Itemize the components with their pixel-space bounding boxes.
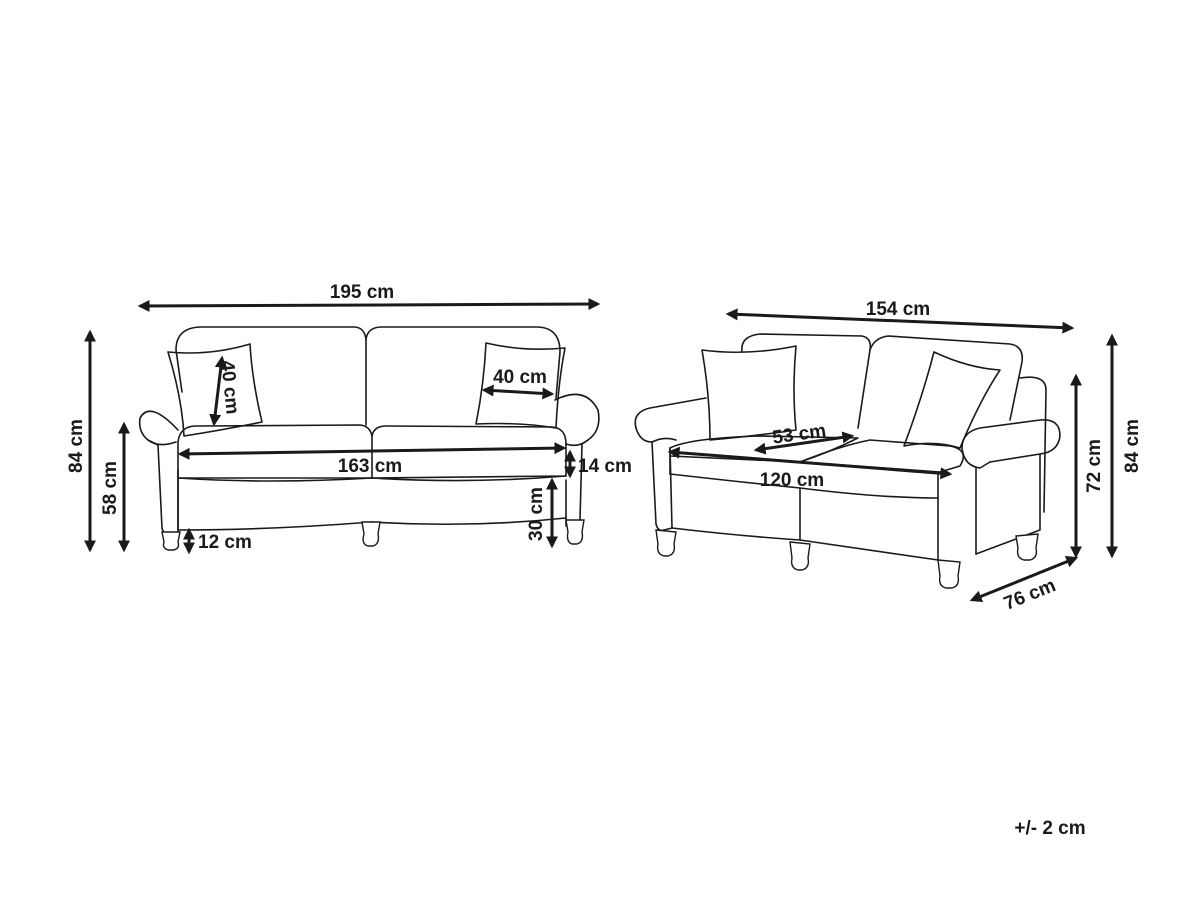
width-195-line <box>137 298 601 312</box>
tolerance-note: +/- 2 cm <box>1014 818 1085 839</box>
label-height-84: 84 cm <box>66 419 87 473</box>
label-width-154: 154 cm <box>866 299 930 320</box>
label-depth-76: 76 cm <box>1001 575 1059 615</box>
label-cushion-40-vertical: 40 cm <box>216 360 243 416</box>
cushion-40-horizontal-line <box>481 384 555 400</box>
three-seater-dimension-lines <box>84 298 601 555</box>
width-154-line <box>725 308 1075 334</box>
three-seater-sofa-drawing <box>138 326 600 551</box>
label-seat-width-120: 120 cm <box>760 470 824 491</box>
label-seat-height-30: 30 cm <box>526 487 547 541</box>
label-cushion-40-horizontal: 40 cm <box>493 367 547 388</box>
label-arm-height-58: 58 cm <box>100 461 121 515</box>
label-arm-height-72: 72 cm <box>1084 439 1105 493</box>
three-seater-dimension-labels: 195 cm 84 cm 58 cm 12 cm 40 cm 40 cm 163… <box>66 282 632 553</box>
two-seater-sofa-drawing <box>634 333 1061 589</box>
seat-width-120-line <box>667 446 953 480</box>
label-leg-12: 12 cm <box>198 532 252 553</box>
label-width-195: 195 cm <box>330 282 394 303</box>
label-seat-thickness-14: 14 cm <box>578 456 632 477</box>
depth-76-line <box>969 556 1079 602</box>
seat-width-163-line <box>177 442 567 460</box>
label-seat-depth-53: 53 cm <box>771 420 827 448</box>
label-height-84-right: 84 cm <box>1122 419 1143 473</box>
cushion-40-vertical-line <box>209 355 227 427</box>
label-seat-width-163: 163 cm <box>338 456 402 477</box>
two-seater-dimension-lines <box>667 308 1118 602</box>
